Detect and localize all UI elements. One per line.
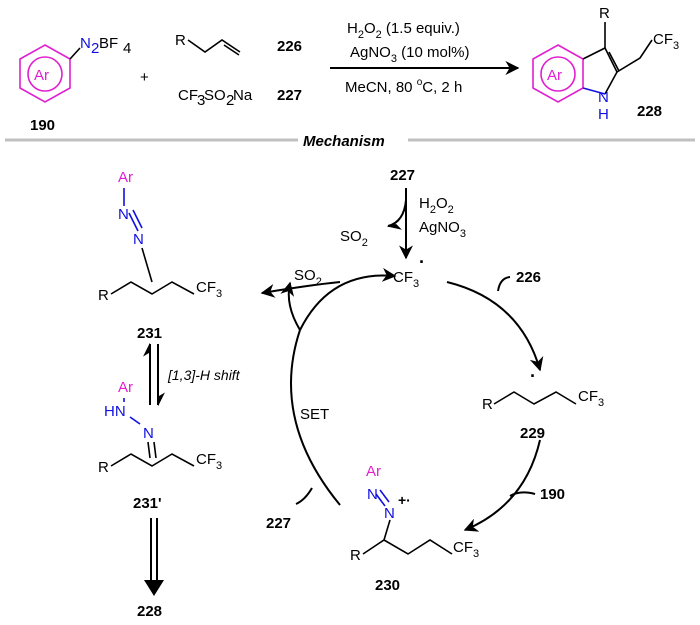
mech-227-top: 227: [390, 167, 415, 184]
alkene-226: R 226: [175, 32, 302, 56]
radical-229: R · CF3 229: [482, 366, 604, 442]
svg-text:N: N: [133, 231, 144, 248]
arrow-190-in: [509, 491, 536, 497]
svg-text:2: 2: [226, 92, 234, 109]
svg-text:CF3: CF3: [653, 31, 679, 52]
aryl-diazonium-190: Ar N 2 BF 4 190: [19, 35, 131, 134]
r-label: R: [175, 32, 186, 49]
mech-229: 229: [520, 425, 545, 442]
svg-text:H2O2 (1.5 equiv.): H2O2 (1.5 equiv.): [347, 20, 460, 41]
radical-cation-230: Ar N N +· R CF3 230: [350, 463, 479, 594]
mechanism-title: Mechanism: [303, 133, 385, 150]
compound-number-190: 190: [30, 117, 55, 134]
svg-text:Ar: Ar: [118, 169, 133, 186]
svg-text:R: R: [98, 287, 109, 304]
svg-text:CF3: CF3: [453, 539, 479, 560]
svg-text:SO2: SO2: [340, 228, 368, 249]
svg-text:AgNO3 (10 mol%): AgNO3 (10 mol%): [350, 44, 470, 65]
mech-226: 226: [516, 269, 541, 286]
arrow-cycle-to-cf3: [299, 267, 397, 331]
svg-text:N: N: [143, 425, 154, 442]
arrow-to-231: [260, 281, 341, 298]
azo-231: Ar N N R CF3 231: [98, 169, 222, 342]
arrow-226-in: [497, 276, 511, 292]
product-r: R: [599, 5, 610, 22]
svg-text:Ar: Ar: [118, 379, 133, 396]
arrow-227-in: [295, 487, 313, 505]
cf3so2na-cf: CF: [178, 87, 198, 104]
arrow-230-to-231-lower: [290, 329, 341, 506]
ar-label: Ar: [34, 67, 49, 84]
svg-text:Ar: Ar: [366, 463, 381, 480]
svg-text:R: R: [98, 459, 109, 476]
svg-text:N: N: [384, 505, 395, 522]
n2-label: N: [80, 35, 91, 52]
svg-text:H2O2: H2O2: [419, 195, 454, 216]
n2-sub: 2: [91, 40, 99, 57]
bf4-label: BF: [99, 35, 118, 52]
svg-text:CF3: CF3: [196, 451, 222, 472]
multistep-head: [144, 580, 164, 596]
svg-text:+·: +·: [398, 492, 411, 508]
arrow-cf3-to-229: [446, 281, 544, 372]
set-label: SET: [300, 406, 329, 423]
compound-number-228: 228: [637, 103, 662, 120]
cf3-radical: CF3: [393, 269, 419, 290]
svg-text:MeCN, 80 oC, 2 h: MeCN, 80 oC, 2 h: [345, 77, 462, 96]
svg-text:·: ·: [530, 366, 536, 386]
indole-product-228: Ar R CF3 N H 228: [532, 5, 679, 123]
svg-text:R: R: [350, 547, 361, 564]
svg-text:N: N: [598, 89, 609, 106]
svg-text:CF3: CF3: [578, 388, 604, 409]
compound-number-227: 227: [277, 87, 302, 104]
svg-text:CF3: CF3: [196, 279, 222, 300]
svg-text:·: ·: [419, 252, 425, 272]
svg-text:N: N: [367, 486, 378, 503]
mech-227-bottom: 227: [266, 515, 291, 532]
plus-sign: +: [140, 69, 149, 86]
shift-label: [1,3]-H shift: [167, 367, 241, 383]
mech-190: 190: [540, 486, 565, 503]
svg-text:R: R: [482, 396, 493, 413]
bf4-sub: 4: [123, 40, 131, 57]
svg-text:SO2: SO2: [294, 267, 322, 288]
compound-number-226: 226: [277, 38, 302, 55]
svg-text:Ar: Ar: [547, 67, 562, 84]
mech-228: 228: [137, 603, 162, 620]
svg-text:H: H: [598, 106, 609, 123]
mech-231-prime: 231': [133, 495, 162, 512]
svg-text:AgNO3: AgNO3: [419, 219, 466, 240]
svg-text:N: N: [118, 206, 129, 223]
hydrazone-231-prime: Ar HN N R CF3 231': [98, 379, 222, 512]
svg-text:3: 3: [197, 92, 205, 109]
arrow-so2-out: [280, 281, 301, 331]
mech-230: 230: [375, 577, 400, 594]
arrow-229-to-230: [463, 439, 541, 532]
svg-text:HN: HN: [104, 403, 126, 420]
reaction-conditions: H2O2 (1.5 equiv.) AgNO3 (10 mol%) MeCN, …: [330, 20, 520, 96]
svg-text:Na: Na: [233, 87, 253, 104]
langlois-reagent-227: CF 3 SO 2 Na 227: [178, 87, 302, 109]
svg-text:SO: SO: [204, 87, 226, 104]
arrow-so2-release: [386, 199, 407, 230]
mech-231: 231: [137, 325, 162, 342]
